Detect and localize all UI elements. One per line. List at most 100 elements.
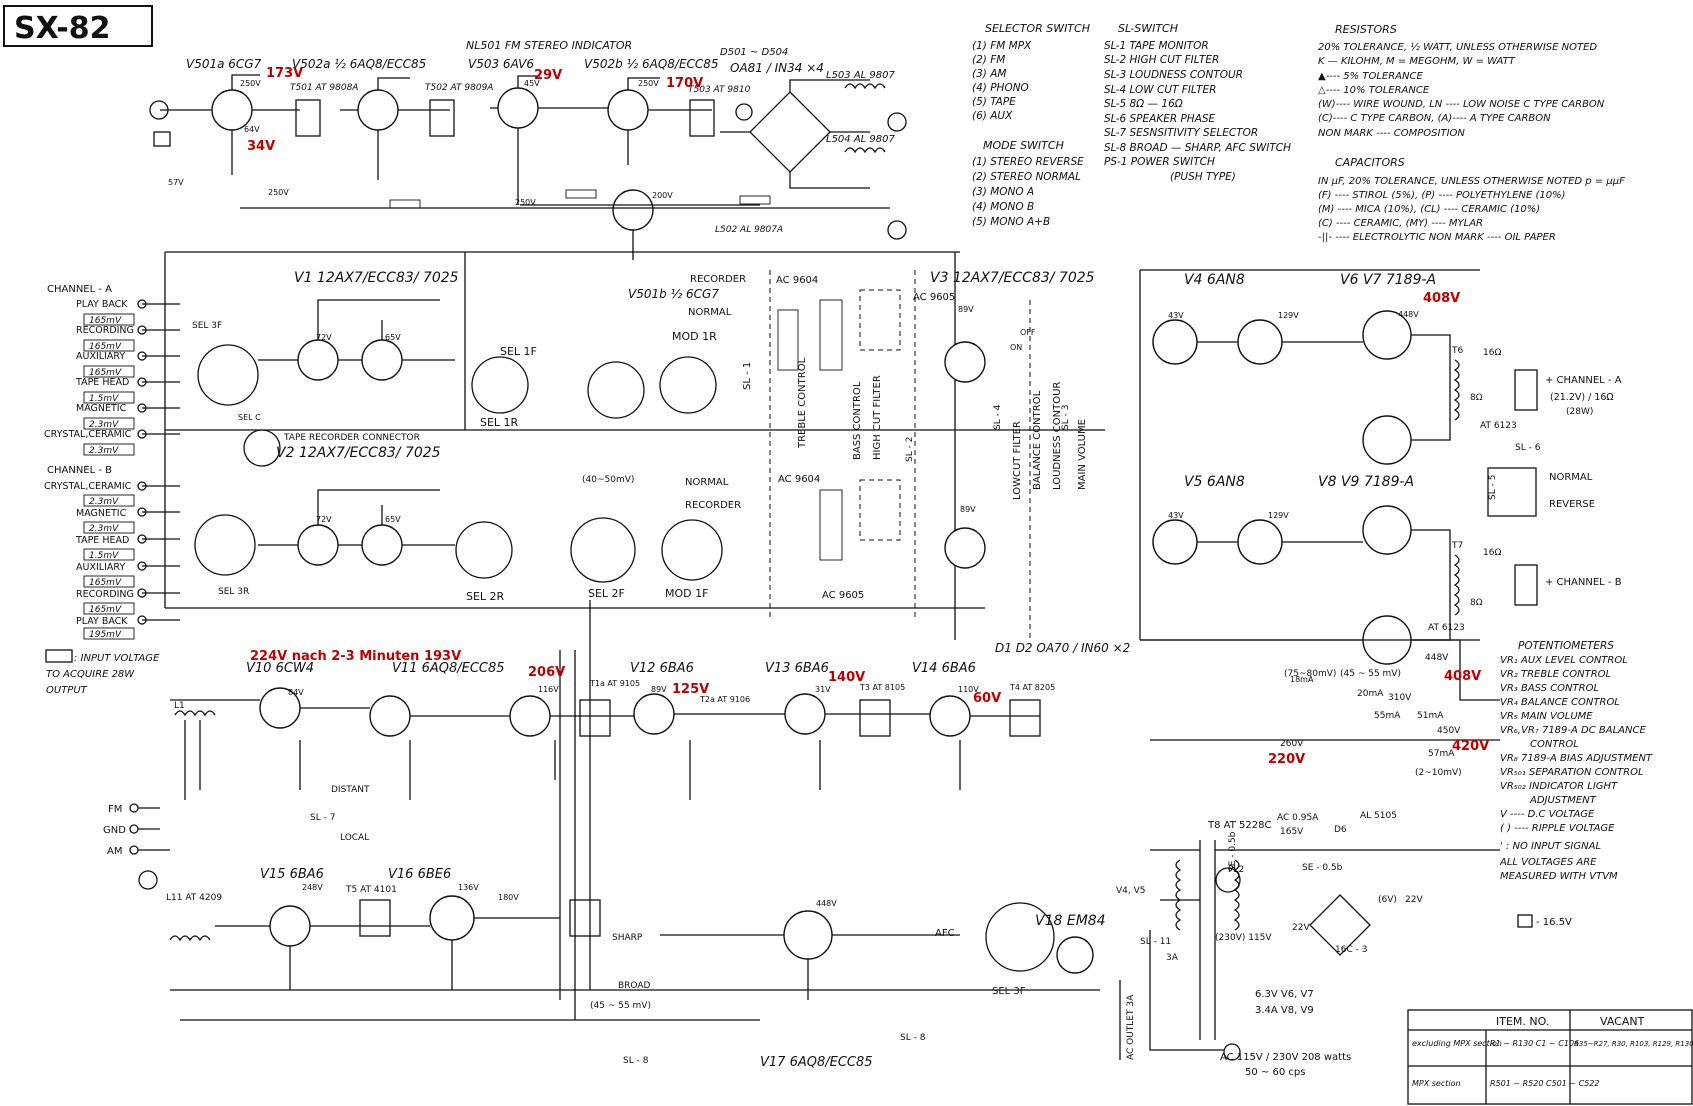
svg-text:129V: 129V: [1268, 511, 1289, 520]
svg-text:AC 9605: AC 9605: [913, 292, 955, 303]
svg-text:OUTPUT: OUTPUT: [46, 685, 88, 696]
fm-tuner-section: V10 6CW4 V11 6AQ8/ECC85 V12 6BA6 V13 6BA…: [170, 661, 1314, 843]
svg-text:SL - 1: SL - 1: [742, 362, 753, 390]
svg-text:excluding MPX section: excluding MPX section: [1412, 1039, 1502, 1048]
svg-text:89V: 89V: [960, 505, 976, 514]
svg-text:51mA: 51mA: [1417, 711, 1444, 721]
svg-text:250V: 250V: [638, 79, 659, 88]
svg-text:SL-2 HIGH CUT FILTER: SL-2 HIGH CUT FILTER: [1104, 54, 1219, 66]
svg-text:448V: 448V: [1398, 310, 1419, 319]
preamp-section: V1 12AX7/ECC83/ 7025 V2 12AX7/ECC83/ 702…: [192, 270, 753, 603]
svg-text:206V: 206V: [528, 665, 565, 680]
svg-text:SL-6 SPEAKER PHASE: SL-6 SPEAKER PHASE: [1104, 113, 1216, 125]
svg-text:(45 ~ 55 mV): (45 ~ 55 mV): [590, 1001, 651, 1011]
svg-text:AC 9604: AC 9604: [776, 275, 818, 286]
svg-text:129V: 129V: [1278, 311, 1299, 320]
svg-text:V14 6BA6: V14 6BA6: [912, 661, 976, 676]
svg-text:50 ~ 60 cps: 50 ~ 60 cps: [1245, 1067, 1305, 1078]
svg-text:CAPACITORS: CAPACITORS: [1335, 156, 1405, 169]
svg-text:VR₁ AUX LEVEL CONTROL: VR₁ AUX LEVEL CONTROL: [1500, 655, 1628, 666]
svg-text:(C) ---- CERAMIC, (: (C) ---- CERAMIC, (MY) ---- MYLAR: [1318, 218, 1483, 229]
svg-text:57V: 57V: [168, 178, 184, 187]
svg-text:60V: 60V: [973, 691, 1001, 706]
svg-text:VR₅₀₁ SEPARATION CONTROL: VR₅₀₁ SEPARATION CONTROL: [1500, 767, 1644, 778]
svg-text:V4 6AN8: V4 6AN8: [1184, 272, 1245, 288]
svg-text:V5 6AN8: V5 6AN8: [1184, 474, 1245, 490]
svg-text:BALANCE CONTROL: BALANCE CONTROL: [1032, 390, 1043, 490]
svg-text:' : NO INPUT SIGNAL: ' : NO INPUT SIGNAL: [1500, 841, 1601, 852]
svg-text:(2) FM: (2) FM: [972, 54, 1005, 66]
svg-text:(1) FM MPX: (1) FM MPX: [972, 40, 1032, 52]
svg-text:▲---- 5% TOLERANCE: ▲---- 5% TOLERANCE: [1318, 71, 1423, 82]
svg-text:TREBLE CONTROL: TREBLE CONTROL: [797, 357, 808, 449]
legend-mode-switch: MODE SWITCH (1) STEREO REVERSE (2) STERE…: [972, 139, 1084, 228]
svg-text:RECORDING: RECORDING: [76, 325, 134, 336]
svg-text:SL - 7: SL - 7: [310, 813, 335, 823]
svg-text:248V: 248V: [302, 883, 323, 892]
legend-potentiometers: POTENTIOMETERS VR₁ AUX LEVEL CONTROL VR₂…: [1499, 640, 1653, 882]
svg-text:V3 12AX7/ECC83/ 7025: V3 12AX7/ECC83/ 7025: [930, 270, 1095, 286]
svg-text:110V: 110V: [958, 685, 979, 694]
svg-text:200V: 200V: [652, 191, 673, 200]
svg-text:VR₆,VR₇ 7189-A DC BALANCE: VR₆,VR₇ 7189-A DC BALANCE: [1500, 725, 1646, 736]
svg-text:△---- 10% TOLERANCE: △---- 10% TOLERANCE: [1318, 85, 1430, 96]
svg-text:89V: 89V: [651, 685, 667, 694]
svg-text:RECORDING: RECORDING: [76, 589, 134, 600]
svg-text:SL-8 BROAD — SHARP, AFC SWI: SL-8 BROAD — SHARP, AFC SWITCH: [1104, 142, 1291, 154]
channel-a-inputs: CHANNEL - A PLAY BACK 165mV RECORDING 16…: [44, 284, 180, 456]
svg-text:SL-7 SESNSITIVITY SELECTOR: SL-7 SESNSITIVITY SELECTOR: [1104, 127, 1258, 139]
svg-text:(2~10mV): (2~10mV): [1415, 768, 1462, 778]
svg-text:TAPE HEAD: TAPE HEAD: [75, 377, 129, 388]
svg-text:V501b ½ 6CG7: V501b ½ 6CG7: [628, 287, 719, 301]
svg-text:SL-SWITCH: SL-SWITCH: [1118, 22, 1178, 35]
svg-text:(4) PHONO: (4) PHONO: [972, 82, 1029, 94]
svg-text:VR₄ BALANCE CONTROL: VR₄ BALANCE CONTROL: [1500, 697, 1620, 708]
svg-text:V13 6BA6: V13 6BA6: [765, 661, 829, 676]
svg-text:V18 EM84: V18 EM84: [1035, 913, 1106, 929]
svg-text:45V: 45V: [524, 79, 540, 88]
svg-text:NL501 FM STEREO INDICATOR: NL501 FM STEREO INDICATOR: [466, 39, 632, 52]
svg-text:FM: FM: [108, 804, 122, 815]
svg-text:(3) AM: (3) AM: [972, 68, 1006, 80]
mpx-section: NL501 FM STEREO INDICATOR V501a 6CG7 V50…: [149, 39, 907, 301]
svg-text:V ---- D.C VOLTAGE: V ---- D.C VOLTAGE: [1500, 809, 1595, 820]
svg-text:- 16.5V: - 16.5V: [1536, 917, 1572, 928]
svg-text:195mV: 195mV: [89, 630, 122, 640]
legend-selector-switch: SELECTOR SWITCH (1) FM MPX (2) FM (3) AM…: [972, 22, 1090, 122]
svg-text:V12 6BA6: V12 6BA6: [630, 661, 694, 676]
svg-text:3A: 3A: [1166, 953, 1179, 963]
svg-text:SE - 0.5b: SE - 0.5b: [1302, 863, 1343, 873]
svg-text:SEL C: SEL C: [238, 413, 261, 422]
svg-text:SEL 2F: SEL 2F: [588, 587, 625, 600]
svg-text:CRYSTAL,CERAMIC: CRYSTAL,CERAMIC: [44, 429, 132, 440]
svg-text:MAGNETIC: MAGNETIC: [76, 403, 127, 414]
svg-text:220V: 220V: [1268, 752, 1305, 767]
svg-text:SEL 3R: SEL 3R: [218, 587, 249, 597]
svg-text:VR₈ 7189-A BIAS ADJUSTMENT: VR₈ 7189-A BIAS ADJUSTMENT: [1500, 753, 1653, 764]
svg-text:PS-1 POWER SWITCH: PS-1 POWER SWITCH: [1104, 156, 1215, 168]
svg-text:SL-1 TAPE MONITOR: SL-1 TAPE MONITOR: [1104, 40, 1209, 52]
svg-text:AT 6123: AT 6123: [1428, 623, 1465, 633]
svg-text:165V: 165V: [1280, 827, 1304, 837]
legend-resistors: RESISTORS 20% TOLERANCE, ½ WATT, UNLESS …: [1318, 23, 1605, 139]
svg-text:20mA: 20mA: [1357, 689, 1384, 699]
svg-text:(230V) 115V: (230V) 115V: [1215, 933, 1272, 943]
svg-text:DISTANT: DISTANT: [331, 785, 370, 795]
svg-text:250V: 250V: [515, 198, 536, 207]
svg-text:T3 AT 8105: T3 AT 8105: [859, 683, 905, 692]
svg-text:IN μF, 20% TOLERANCE, UNLESS O: IN μF, 20% TOLERANCE, UNLESS OTHERWISE N…: [1318, 176, 1625, 187]
svg-text:420V: 420V: [1452, 739, 1489, 754]
svg-text:(M) ---- MICA (10%), (C: (M) ---- MICA (10%), (CL) ---- CERAMIC (…: [1318, 204, 1540, 215]
svg-text:MAIN VOLUME: MAIN VOLUME: [1077, 419, 1088, 490]
svg-text:408V: 408V: [1444, 669, 1481, 684]
svg-text:SL - 4: SL - 4: [993, 404, 1003, 430]
svg-text:MODE SWITCH: MODE SWITCH: [983, 139, 1064, 152]
svg-text:CHANNEL - B: CHANNEL - B: [47, 465, 112, 476]
svg-text:T6: T6: [1451, 346, 1463, 356]
svg-text:R501 ~ R520 C501 ~ C522: R501 ~ R520 C501 ~ C522: [1490, 1079, 1600, 1088]
svg-text:T502 AT 9809A: T502 AT 9809A: [425, 83, 493, 93]
svg-text:L1: L1: [174, 701, 185, 711]
svg-text:AC 9605: AC 9605: [822, 590, 864, 601]
svg-text:2.3mV: 2.3mV: [89, 446, 119, 456]
svg-text:20% TOLERANCE, ½ WATT, UNLESS: 20% TOLERANCE, ½ WATT, UNLESS OTHERWISE …: [1318, 41, 1597, 53]
